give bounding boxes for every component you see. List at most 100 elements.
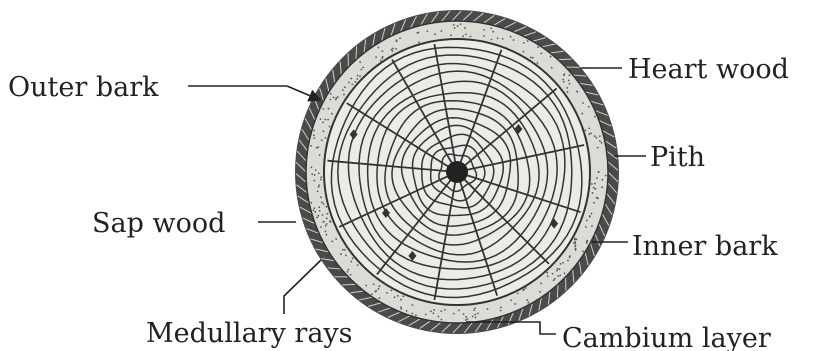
speckle-dot <box>593 202 595 204</box>
speckle-dot <box>569 256 571 258</box>
speckle-dot <box>328 108 330 110</box>
speckle-dot <box>323 130 325 132</box>
speckle-dot <box>594 188 596 190</box>
speckle-dot <box>425 314 427 316</box>
speckle-dot <box>553 279 555 281</box>
speckle-dot <box>400 306 402 308</box>
speckle-dot <box>591 183 593 185</box>
speckle-dot <box>325 137 327 139</box>
speckle-dot <box>322 108 324 110</box>
speckle-dot <box>492 31 494 33</box>
speckle-dot <box>599 140 601 142</box>
speckle-dot <box>599 135 601 137</box>
speckle-dot <box>550 56 552 58</box>
speckle-dot <box>597 197 599 199</box>
speckle-dot <box>470 36 472 38</box>
speckle-dot <box>430 310 432 312</box>
speckle-dot <box>335 97 337 99</box>
speckle-dot <box>322 214 324 216</box>
speckle-dot <box>457 25 459 27</box>
speckle-dot <box>477 312 479 314</box>
speckle-dot <box>320 179 322 181</box>
speckle-dot <box>411 312 413 314</box>
speckle-dot <box>365 285 367 287</box>
speckle-dot <box>329 126 331 128</box>
speckle-dot <box>453 24 455 26</box>
speckle-dot <box>324 119 326 121</box>
speckle-dot <box>333 97 335 99</box>
speckle-dot <box>326 234 328 236</box>
pith-label: Pith <box>650 142 705 173</box>
speckle-dot <box>375 56 377 58</box>
speckle-dot <box>559 274 561 276</box>
speckle-dot <box>539 291 541 293</box>
speckle-dot <box>379 297 381 299</box>
speckle-dot <box>395 48 397 50</box>
speckle-dot <box>377 47 379 49</box>
speckle-dot <box>575 246 577 248</box>
speckle-dot <box>475 317 477 319</box>
speckle-dot <box>465 316 467 318</box>
bark-hatch-stroke <box>557 284 558 298</box>
speckle-dot <box>502 38 504 40</box>
speckle-dot <box>523 288 525 290</box>
speckle-dot <box>557 275 559 277</box>
speckle-dot <box>373 283 375 285</box>
speckle-dot <box>374 291 376 293</box>
speckle-dot <box>322 221 324 223</box>
sap-wood-label: Sap wood <box>92 208 225 239</box>
inner-bark-label: Inner bark <box>632 231 778 262</box>
speckle-dot <box>526 299 528 301</box>
speckle-dot <box>314 180 316 182</box>
speckle-dot <box>473 309 475 311</box>
speckle-dot <box>350 261 352 263</box>
speckle-dot <box>318 184 320 186</box>
speckle-dot <box>440 310 442 312</box>
speckle-dot <box>517 292 519 294</box>
speckle-dot <box>444 309 446 311</box>
speckle-dot <box>313 209 315 211</box>
speckle-dot <box>510 36 512 38</box>
speckle-dot <box>340 253 342 255</box>
speckle-dot <box>391 49 393 51</box>
speckle-dot <box>319 210 321 212</box>
speckle-dot <box>335 238 337 240</box>
speckle-dot <box>318 186 320 188</box>
speckle-dot <box>344 86 346 88</box>
speckle-dot <box>313 134 315 136</box>
speckle-dot <box>450 34 452 36</box>
speckle-dot <box>347 271 349 273</box>
speckle-dot <box>400 308 402 310</box>
speckle-dot <box>465 319 467 321</box>
speckle-dot <box>432 312 434 314</box>
speckle-dot <box>591 213 593 215</box>
speckle-dot <box>345 254 347 256</box>
speckle-dot <box>325 231 327 233</box>
speckle-dot <box>560 263 562 265</box>
speckle-dot <box>564 272 566 274</box>
speckle-dot <box>513 39 515 41</box>
speckle-dot <box>497 37 499 39</box>
speckle-dot <box>467 318 469 320</box>
speckle-dot <box>417 32 419 34</box>
speckle-dot <box>586 219 588 221</box>
speckle-dot <box>318 206 320 208</box>
speckle-dot <box>465 33 467 35</box>
speckle-dot <box>331 240 333 242</box>
speckle-dot <box>378 288 380 290</box>
speckle-dot <box>438 316 440 318</box>
speckle-dot <box>537 46 539 48</box>
speckle-dot <box>311 166 313 168</box>
speckle-dot <box>567 91 569 93</box>
speckle-dot <box>589 215 591 217</box>
speckle-dot <box>392 48 394 50</box>
speckle-dot <box>582 102 584 104</box>
speckle-dot <box>458 310 460 312</box>
speckle-dot <box>490 27 492 29</box>
speckle-dot <box>568 80 570 82</box>
speckle-dot <box>321 139 323 141</box>
speckle-dot <box>314 174 316 176</box>
outer-bark-arrow <box>287 86 320 100</box>
speckle-dot <box>605 175 607 177</box>
